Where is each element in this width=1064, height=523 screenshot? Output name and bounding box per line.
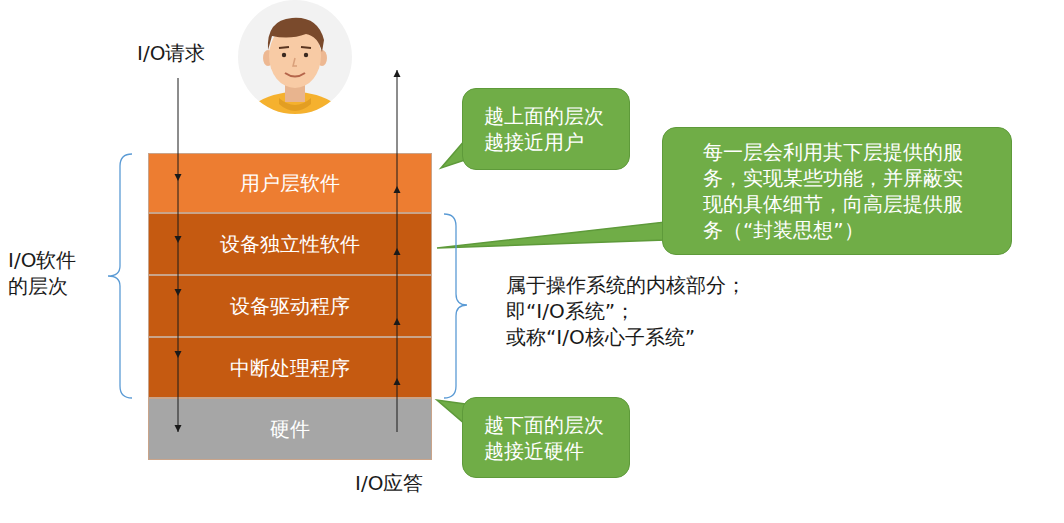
layer-name: 中断处理程序 [230,355,350,381]
request-label: I/O请求 [137,40,205,66]
callout-tail [437,222,665,248]
layer-band: 设备独立性软件 [148,213,432,275]
layer-name: 设备驱动程序 [230,293,350,319]
layer-name: 硬件 [270,416,310,442]
layer-band: 设备驱动程序 [148,275,432,337]
response-arrow [397,70,398,432]
callout-text: 越上面的层次越接近用户 [484,103,608,155]
arrowhead [394,70,401,77]
callout-text: 每一层会利用其下层提供的服务，实现某些功能，并屏蔽实现的具体细节，向高层提供服务… [703,139,971,243]
layer-name: 设备独立性软件 [220,231,360,257]
arrowhead [175,425,182,432]
arrowhead [175,174,182,181]
callout-box: 越上面的层次越接近用户 [462,88,630,170]
layer-band: 用户层软件 [148,153,432,213]
request-arrow [178,78,179,432]
hardware-band: 硬件 [148,398,432,460]
arrowhead [394,378,401,385]
callout-text: 越下面的层次越接近硬件 [484,412,608,464]
arrowhead [394,186,401,193]
layer-name: 用户层软件 [240,170,340,196]
left-bracket [108,154,132,398]
kernel-note: 属于操作系统的内核部分； [506,272,746,298]
kernel-note: 或称“I/O核心子系统” [506,324,695,350]
stack-title: I/O软件的层次 [8,247,88,299]
user-avatar [238,0,352,172]
right-bracket [444,214,467,398]
callout-box: 越下面的层次越接近硬件 [462,397,630,478]
arrowhead [175,351,182,358]
arrowhead [175,236,182,243]
callout-tail [437,400,465,424]
arrowhead [394,248,401,255]
arrowhead [175,289,182,296]
layer-band: 中断处理程序 [148,337,432,398]
arrowhead [394,318,401,325]
kernel-note: 即“I/O系统”； [506,298,635,324]
response-label: I/O应答 [355,470,423,496]
callout-box: 每一层会利用其下层提供的服务，实现某些功能，并屏蔽实现的具体细节，向高层提供服务… [662,127,1012,255]
